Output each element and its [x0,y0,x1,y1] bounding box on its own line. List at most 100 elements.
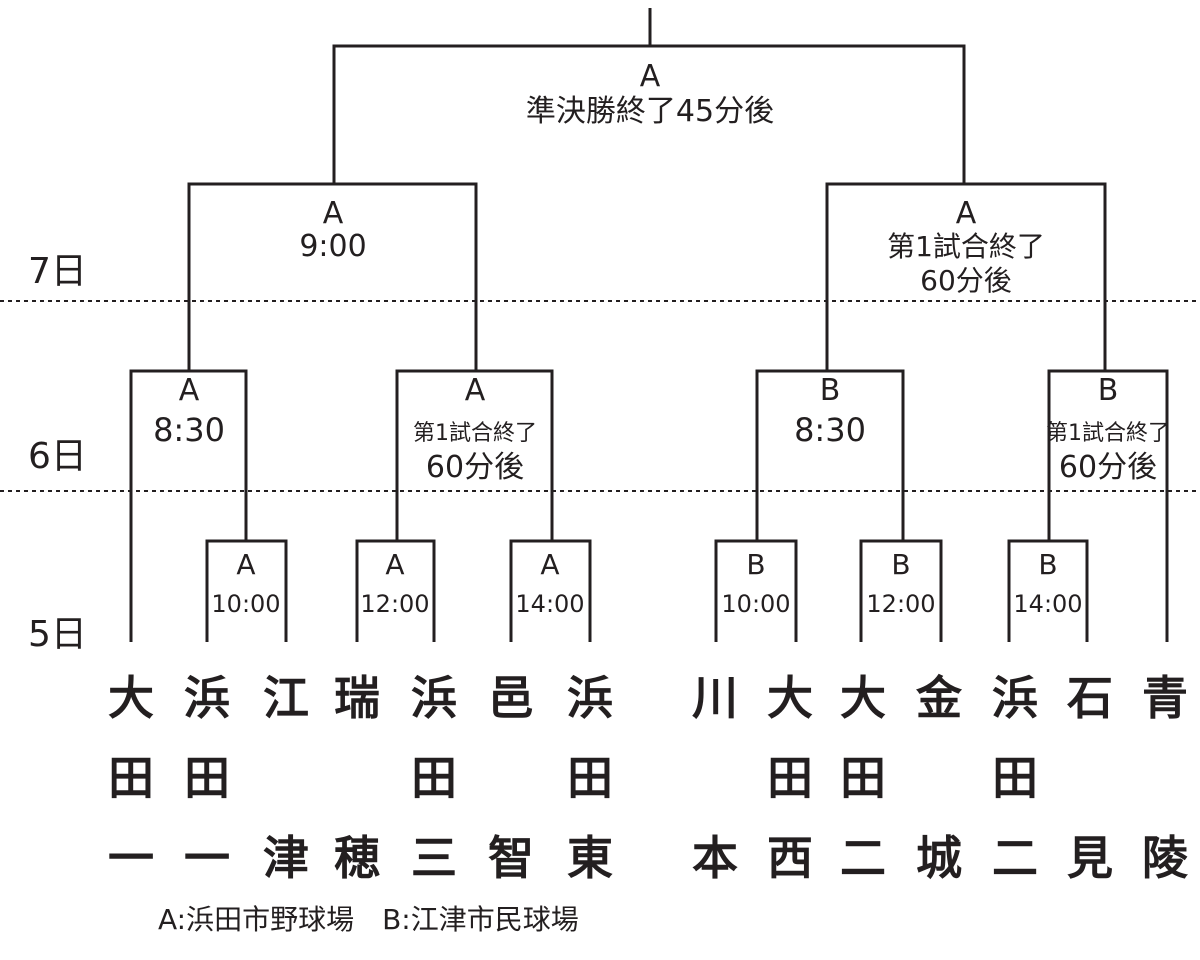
first-round-4-venue: B [746,548,765,581]
team-char: 田 [767,751,813,805]
quarterfinal-2-time-line2: 60分後 [426,450,524,485]
first-round-1-time: 10:00 [211,590,280,618]
team-char: 城 [916,831,962,885]
team-char [251,748,321,828]
team-char: 江 [263,671,309,725]
team-char: 三 [411,831,457,885]
team-char: 二 [992,831,1038,885]
semifinal-match-1: A 9:00 [187,182,478,371]
team-char: 大 [108,671,154,725]
semifinal-2-time-line2: 60分後 [920,264,1012,297]
team-char: 見 [1067,831,1113,885]
quarterfinal-3-time: 8:30 [794,411,866,449]
quarterfinal-1-venue: A [179,373,200,408]
team-char: 大 [840,671,886,725]
team-11: 金城 [904,668,974,908]
first-round-4-time: 10:00 [721,590,790,618]
team-3: 江津 [251,668,321,908]
team-char: 金 [916,671,962,725]
first-round-1-venue: A [236,548,255,581]
quarterfinal-4-time-line1: 第1試合終了 [1046,421,1170,446]
team-7: 浜田東 [555,668,625,908]
team-2: 浜田一 [172,668,242,908]
first-round-3-venue: A [540,548,559,581]
team-char: 田 [108,751,154,805]
team-char: 西 [767,831,813,885]
first-round-match-4: B 10:00 [714,539,798,642]
team-char: 穂 [334,831,380,885]
team-char: 青 [1142,671,1188,725]
first-round-6-venue: B [1038,548,1057,581]
team-14: 青陵 [1130,668,1200,908]
day-label-5: 5日 [28,614,87,655]
first-round-match-2: A 12:00 [355,539,436,642]
quarterfinal-2-time-line1: 第1試合終了 [413,421,537,446]
final-venue: A [640,59,661,94]
quarterfinal-1-time: 8:30 [153,411,225,449]
team-12: 浜田二 [980,668,1050,908]
quarterfinal-3-venue: B [820,373,841,408]
team-char: 大 [767,671,813,725]
team-char [904,748,974,828]
team-5: 浜田三 [399,668,469,908]
team-1: 大田一 [96,668,166,908]
first-round-match-5: B 12:00 [859,539,943,642]
team-char [680,748,750,828]
first-round-2-venue: A [385,548,404,581]
quarterfinal-match-1: A 8:30 [129,369,248,642]
first-round-5-venue: B [891,548,910,581]
team-char: 智 [488,831,534,885]
team-char: 田 [992,751,1038,805]
semifinal-2-time-line1: 第1試合終了 [887,230,1045,263]
team-char: 東 [567,831,613,885]
team-char: 田 [411,751,457,805]
semifinal-1-time: 9:00 [299,229,366,264]
quarterfinal-match-2: A 第1試合終了 60分後 [395,369,554,541]
team-4: 瑞穂 [322,668,392,908]
first-round-3-time: 14:00 [515,590,584,618]
team-char: 田 [840,751,886,805]
quarterfinal-match-4: B 第1試合終了 60分後 [1046,369,1170,642]
first-round-match-6: B 14:00 [1007,539,1089,642]
team-char: 二 [840,831,886,885]
team-char: 一 [108,831,154,885]
team-char: 浜 [567,671,613,725]
first-round-2-time: 12:00 [360,590,429,618]
team-char [322,748,392,828]
quarterfinal-2-venue: A [465,373,486,408]
team-char [1130,748,1200,828]
team-10: 大田二 [828,668,898,908]
final-time: 準決勝終了45分後 [526,94,774,129]
team-6: 邑智 [476,668,546,908]
team-char: 川 [692,671,738,725]
team-9: 大田西 [755,668,825,908]
first-round-5-time: 12:00 [866,590,935,618]
first-round-match-3: A 14:00 [509,539,592,642]
first-round-6-time: 14:00 [1013,590,1082,618]
team-char: 浜 [184,671,230,725]
team-char: 一 [184,831,230,885]
day-label-6: 6日 [28,436,87,477]
team-char: 本 [692,831,738,885]
team-char: 田 [184,751,230,805]
day-label-7: 7日 [28,251,87,292]
quarterfinal-4-venue: B [1098,373,1119,408]
team-char: 瑞 [334,671,380,725]
venue-legend: A:浜田市野球場 B:江津市民球場 [158,903,579,936]
semifinal-match-2: A 第1試合終了 60分後 [825,182,1107,371]
quarterfinal-match-3: B 8:30 [755,369,905,541]
team-13: 石見 [1055,668,1125,908]
final-match: A 準決勝終了45分後 [332,8,966,184]
team-char: 津 [263,831,309,885]
team-char: 陵 [1142,831,1188,885]
semifinal-2-venue: A [956,196,977,231]
team-char: 邑 [488,671,534,725]
team-char: 石 [1067,671,1113,725]
team-char [1055,748,1125,828]
team-8: 川本 [680,668,750,908]
team-char: 浜 [992,671,1038,725]
team-char [476,748,546,828]
first-round-match-1: A 10:00 [205,539,288,642]
semifinal-1-venue: A [323,196,344,231]
